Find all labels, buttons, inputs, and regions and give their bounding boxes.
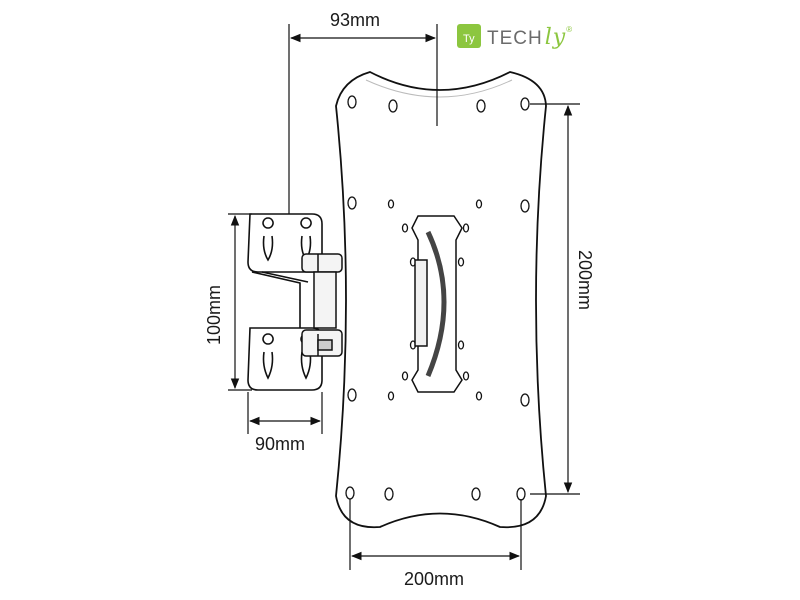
vesa-vertical-label: 200mm (575, 250, 595, 310)
logo-badge-text: Ty (463, 33, 475, 45)
wall-plate (247, 213, 323, 391)
logo-name-main: TECHly® (487, 25, 573, 50)
arm-offset-label: 93mm (330, 10, 380, 30)
wall-plate-width-label: 90mm (255, 434, 305, 454)
logo-name-main-text: TECH (487, 28, 543, 49)
dimension-lines (228, 24, 580, 570)
keyhole-slot-icon (262, 333, 274, 380)
logo-name-accent: ly (545, 25, 566, 50)
wall-plate-height-label: 100mm (204, 285, 224, 345)
keyhole-slot-icon (262, 217, 274, 262)
logo-badge-icon (457, 24, 481, 48)
swivel-arm (301, 253, 343, 357)
logo-registered: ® (566, 25, 573, 34)
brand-logo: Ty TECHly® (457, 24, 573, 50)
vesa-horizontal-label: 200mm (404, 569, 464, 589)
tilt-bracket (411, 215, 463, 393)
